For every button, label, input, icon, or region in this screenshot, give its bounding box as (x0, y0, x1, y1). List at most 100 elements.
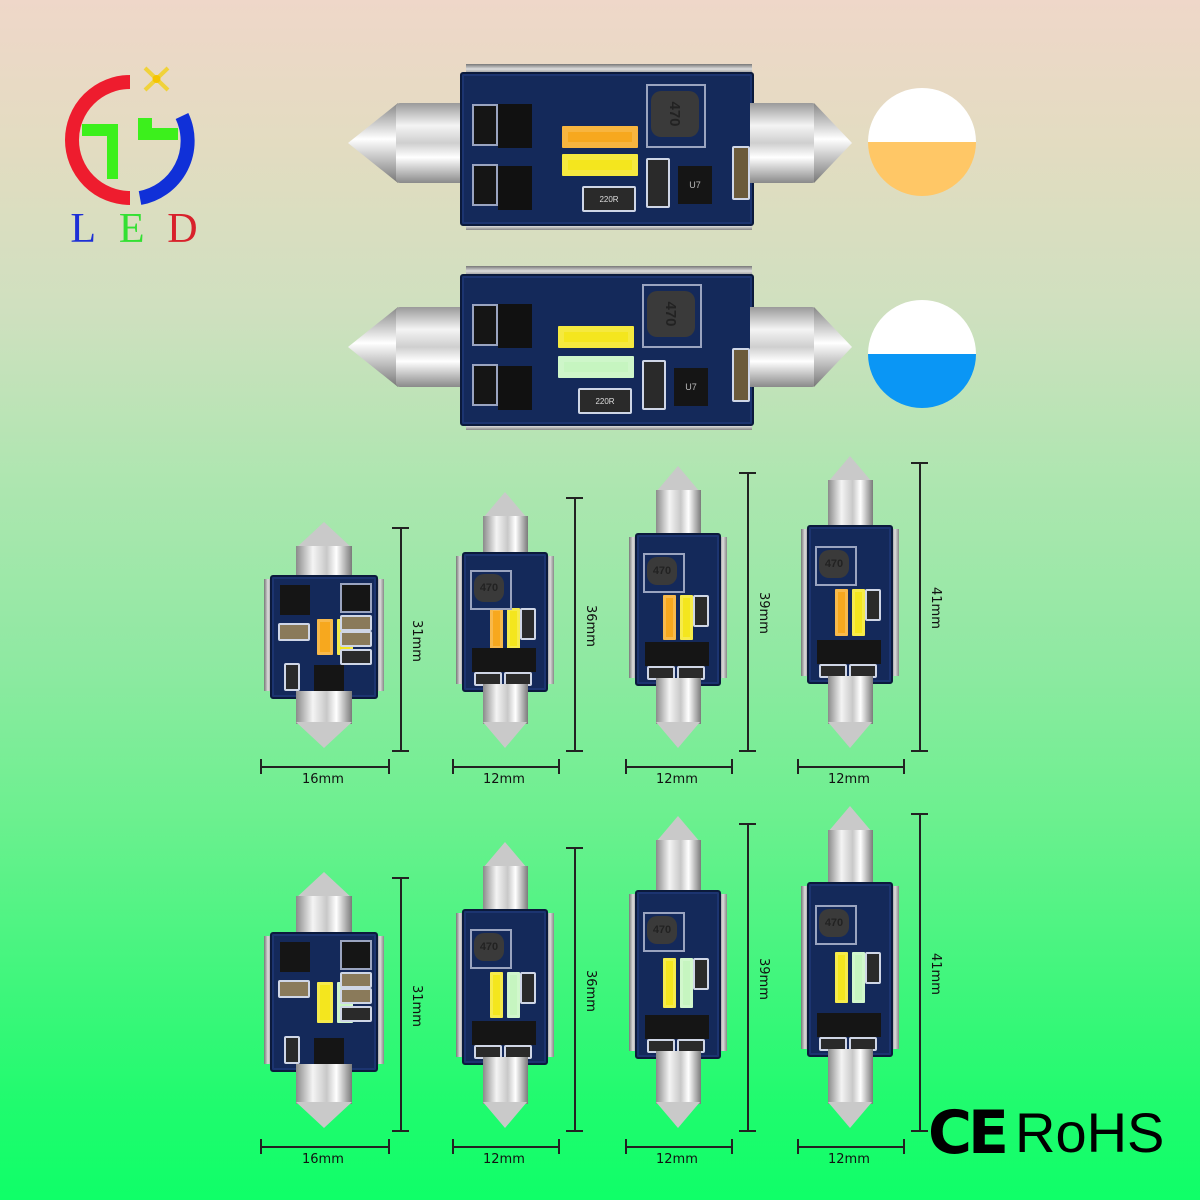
pcb-board: 470 (635, 890, 721, 1059)
pcb-board: 470 (462, 552, 548, 692)
dimension-cap (452, 759, 454, 774)
logo-letter-l: L (70, 206, 99, 252)
capacitor-2 (340, 972, 372, 988)
end-cap-bottom (483, 1057, 528, 1104)
bulb-tip-top-icon (656, 816, 700, 842)
length-label: 41mm (928, 953, 943, 995)
dimension-cap (911, 462, 928, 464)
led-chip-1 (490, 608, 503, 649)
dimension-line-length (400, 527, 402, 750)
width-label: 12mm (656, 1152, 698, 1167)
dimension-line-width (452, 766, 558, 768)
length-label: 39mm (756, 958, 771, 1000)
width-label: 16mm (302, 772, 344, 787)
dimension-line-length (747, 823, 749, 1130)
dimension-line-length (574, 847, 576, 1130)
capacitor (278, 980, 310, 998)
transistor (314, 1038, 344, 1066)
end-cap-bottom (828, 1049, 873, 1104)
ic-chip (280, 942, 310, 972)
dimension-cap (731, 759, 733, 774)
heatsink-rail-right (891, 529, 899, 676)
transistor-1 (645, 642, 677, 666)
inductor-outline (643, 912, 685, 952)
diode (284, 663, 300, 691)
dimension-cap (566, 750, 583, 752)
ic-chip-2 (340, 940, 372, 970)
length-label: 36mm (583, 605, 598, 647)
transistor-1 (472, 648, 504, 672)
inductor: 470 (474, 574, 504, 602)
swatch-bottom (868, 142, 976, 196)
dimension-cap (797, 759, 799, 774)
dimension-cap (388, 759, 390, 774)
led-chip-1 (562, 126, 638, 148)
resistor (340, 1006, 372, 1022)
led-chip-1 (663, 958, 676, 1008)
bulb-tip-top-icon (483, 492, 527, 518)
dimension-line-width (452, 1146, 558, 1148)
logo-mark-icon (65, 66, 195, 205)
length-label: 41mm (928, 587, 943, 629)
led-chip-2 (507, 608, 520, 649)
dimension-cap (903, 759, 905, 774)
led-chip-2 (852, 952, 865, 1003)
inductor-outline (470, 570, 512, 610)
width-label: 12mm (483, 1152, 525, 1167)
dimension-line-width (797, 766, 903, 768)
heatsink-rail-bottom (466, 222, 752, 230)
bulb-tip-top-icon (656, 466, 700, 492)
dimension-cap (558, 1139, 560, 1154)
transistor-2 (849, 640, 881, 664)
transistor-2 (849, 1013, 881, 1037)
end-cap-bottom (656, 678, 701, 724)
resistor (520, 608, 536, 640)
color-swatch-iceblue-white (868, 300, 976, 408)
length-label: 31mm (409, 985, 424, 1027)
end-cap-top (828, 480, 873, 529)
end-cap-left (396, 307, 462, 387)
inductor-outline (815, 546, 857, 586)
transistor (314, 665, 344, 693)
heatsink-rail-right (719, 537, 727, 678)
inductor: 470 (647, 291, 695, 337)
swatch-top (868, 300, 976, 354)
ic-chip (280, 585, 310, 615)
bulb-tip-right-icon (814, 307, 852, 387)
dimension-cap (566, 1130, 583, 1132)
width-label: 12mm (656, 772, 698, 787)
certification-marks: CE RoHS (928, 1103, 1164, 1163)
festoon-bulb-41mm: 470 (797, 456, 903, 748)
logo-letter-d: D (167, 206, 200, 252)
transistor-2 (504, 648, 536, 672)
bulb-tip-top-icon (296, 522, 352, 548)
heatsink-rail-right (376, 936, 384, 1064)
end-cap-bottom (483, 684, 528, 724)
heatsink-rail-left (629, 537, 637, 678)
dimension-line-width (625, 1146, 731, 1148)
logo-letter-e: E (118, 206, 147, 252)
resistor (520, 972, 536, 1004)
dimension-cap (452, 1139, 454, 1154)
transistor-1 (817, 640, 849, 664)
heatsink-rail-top (466, 266, 752, 276)
inductor: 470 (474, 933, 504, 961)
pcb-board: 470 (807, 525, 893, 684)
led-chip-1 (835, 952, 848, 1003)
end-cap-top (656, 490, 701, 537)
dimension-cap (392, 1130, 409, 1132)
led-chip-1 (663, 595, 676, 640)
led-chip-2 (507, 972, 520, 1018)
end-cap-top (296, 546, 352, 579)
heatsink-rail-left (264, 579, 272, 691)
dimension-cap (392, 877, 409, 879)
festoon-bulb-iceblue-horizontal: 470 220R U7 (348, 262, 852, 432)
end-cap-bottom (656, 1051, 701, 1104)
ic-chip: U7 (678, 166, 712, 204)
bulb-tip-top-icon (483, 842, 527, 868)
dimension-cap (566, 847, 583, 849)
width-label: 12mm (483, 772, 525, 787)
resistor: 220R (582, 186, 636, 212)
bulb-tip-left-icon (348, 307, 398, 387)
bulb-tip-bottom-icon (656, 1102, 700, 1128)
